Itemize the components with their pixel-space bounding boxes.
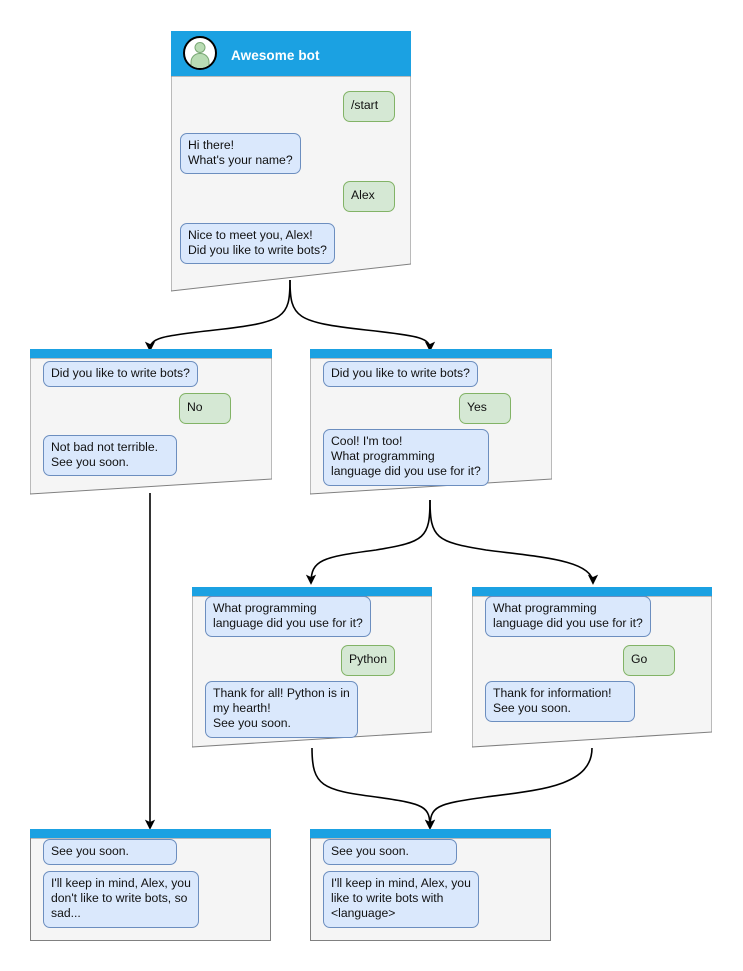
edge-python-to-ending-happy [311, 747, 436, 830]
message-bubble-user[interactable]: Python [341, 645, 395, 676]
message-bubble-bot[interactable]: What programming language did you use fo… [485, 596, 651, 638]
answer-no-card[interactable]: Did you like to write bots? No Not bad n… [30, 349, 272, 495]
edge-go-to-ending-happy [424, 747, 593, 830]
message-bubble-bot[interactable]: Not bad not terrible. See you soon. [43, 435, 177, 477]
message-bubble-bot[interactable]: See you soon. [323, 839, 457, 866]
message-bubble-bot[interactable]: See you soon. [43, 839, 177, 866]
message-bubble-user[interactable]: No [179, 393, 231, 424]
card-title: Awesome bot [231, 48, 320, 63]
message-bubble-bot[interactable]: Did you like to write bots? [323, 361, 478, 388]
message-bubble-bot[interactable]: What programming language did you use fo… [205, 596, 371, 638]
edge-yes-to-python [305, 499, 431, 585]
awesome-bot-root-card[interactable]: Awesome bot /start Hi there! What's your… [171, 31, 411, 292]
message-bubble-user[interactable]: /start [343, 91, 395, 122]
message-bubble-bot[interactable]: I'll keep in mind, Alex, you don't like … [43, 871, 199, 928]
message-bubble-bot[interactable]: I'll keep in mind, Alex, you like to wri… [323, 871, 479, 928]
message-bubble-bot[interactable]: Did you like to write bots? [43, 361, 198, 388]
card-content: See you soon. I'll keep in mind, Alex, y… [310, 829, 551, 941]
message-bubble-bot[interactable]: Hi there! What's your name? [180, 133, 301, 175]
ending-happy-card[interactable]: See you soon. I'll keep in mind, Alex, y… [310, 829, 551, 941]
edge-yes-to-go [429, 499, 599, 585]
avatar [183, 36, 217, 70]
card-content: Did you like to write bots? No Not bad n… [30, 349, 272, 495]
card-content: What programming language did you use fo… [472, 587, 712, 748]
ending-sad-card[interactable]: See you soon. I'll keep in mind, Alex, y… [30, 829, 271, 941]
message-bubble-bot[interactable]: Nice to meet you, Alex! Did you like to … [180, 223, 335, 265]
message-bubble-user[interactable]: Go [623, 645, 675, 676]
answer-python-card[interactable]: What programming language did you use fo… [192, 587, 432, 748]
answer-go-card[interactable]: What programming language did you use fo… [472, 587, 712, 748]
message-bubble-bot[interactable]: Cool! I'm too! What programming language… [323, 429, 489, 486]
card-content: Awesome bot /start Hi there! What's your… [171, 31, 411, 292]
avatar-body-icon [190, 53, 210, 68]
card-content: See you soon. I'll keep in mind, Alex, y… [30, 829, 271, 941]
card-content: What programming language did you use fo… [192, 587, 432, 748]
avatar-head-icon [194, 42, 206, 53]
message-bubble-user[interactable]: Alex [343, 181, 395, 212]
message-bubble-bot[interactable]: Thank for information! See you soon. [485, 681, 635, 723]
card-content: Did you like to write bots? Yes Cool! I'… [310, 349, 552, 495]
answer-yes-card[interactable]: Did you like to write bots? Yes Cool! I'… [310, 349, 552, 495]
message-bubble-user[interactable]: Yes [459, 393, 511, 424]
message-bubble-bot[interactable]: Thank for all! Python is in my hearth! S… [205, 681, 358, 738]
